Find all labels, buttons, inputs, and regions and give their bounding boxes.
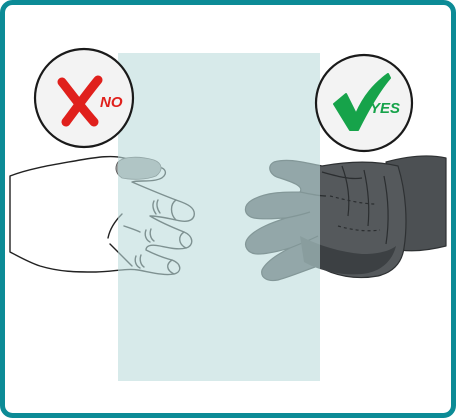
- no-label: NO: [100, 94, 123, 111]
- no-badge: NO: [35, 49, 133, 147]
- glass-panel: [118, 53, 320, 381]
- yes-label: YES: [370, 100, 400, 117]
- yes-badge: YES: [316, 55, 412, 151]
